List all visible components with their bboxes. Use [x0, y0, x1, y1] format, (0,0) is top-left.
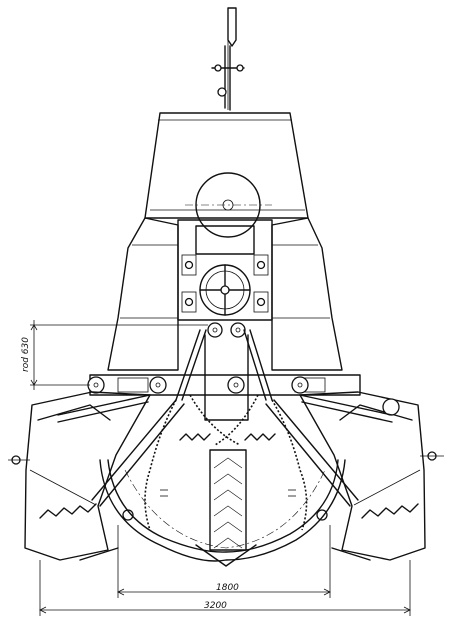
central-frame [177, 219, 273, 321]
lever-dimension-label: rod 630 [21, 337, 31, 372]
left-jaw [8, 391, 185, 561]
head-shell-left [107, 217, 179, 371]
hoisting-rod [211, 7, 245, 111]
tie-rods [175, 329, 273, 421]
outer-span-label: 3200 [204, 601, 227, 611]
right-jaw [265, 391, 444, 561]
lifting-chains [144, 394, 308, 531]
dimension-inner: 1800 [117, 525, 331, 598]
cross-beam [87, 374, 361, 396]
head-shell-right [271, 217, 343, 371]
lower-sheave [199, 264, 251, 316]
dimension-outer: 3200 [39, 560, 411, 616]
springs [179, 433, 276, 441]
upper-sheave [185, 172, 272, 238]
center-column [209, 449, 247, 551]
inner-span-label: 1800 [216, 583, 239, 593]
frame-pins [207, 322, 246, 338]
upper-head [144, 112, 309, 219]
bucket-bowl [99, 459, 346, 567]
dimension-lever: rod 630 [21, 320, 208, 390]
